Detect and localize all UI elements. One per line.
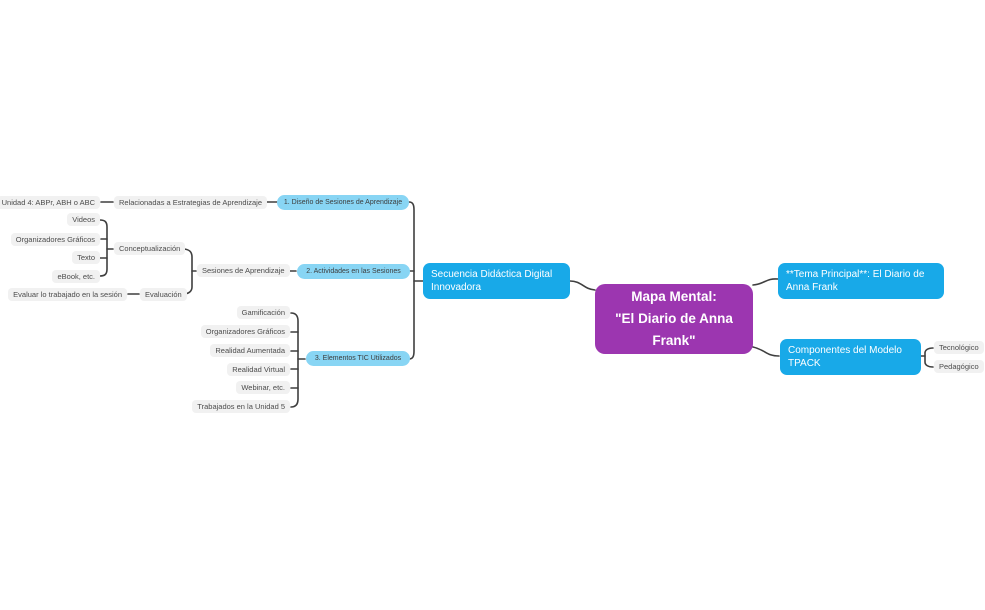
node-texto[interactable]: Texto <box>72 251 100 264</box>
node-evaluacion[interactable]: Evaluación <box>140 288 187 301</box>
node-componentes-tpack[interactable]: Componentes del Modelo TPACK <box>780 339 921 375</box>
node-webinar[interactable]: Webinar, etc. <box>236 381 290 394</box>
node-relacionadas-estrategias[interactable]: Relacionadas a Estrategias de Aprendizaj… <box>114 196 268 209</box>
node-trabajados-unidad-5[interactable]: Trabajados en la Unidad 5 <box>192 400 290 413</box>
central-node[interactable]: Mapa Mental: "El Diario de Anna Frank" <box>595 284 753 354</box>
node-tema-principal[interactable]: **Tema Principal**: El Diario de Anna Fr… <box>778 263 944 299</box>
node-ebook[interactable]: eBook, etc. <box>52 270 100 283</box>
node-pedagogico[interactable]: Pedagógico <box>934 360 984 373</box>
node-conceptualizacion[interactable]: Conceptualización <box>114 242 186 255</box>
connector-pills-spine <box>408 201 415 360</box>
connector-conceptualizacion-spine <box>99 219 108 277</box>
node-organizadores-graficos-2[interactable]: Organizadores Gráficos <box>200 325 290 338</box>
connector-tic-spine <box>290 312 299 408</box>
connector-root-tpack <box>752 346 780 357</box>
node-videos[interactable]: Videos <box>67 213 100 226</box>
connector-root-tema <box>752 278 779 286</box>
node-evaluar-trabajado[interactable]: Evaluar lo trabajado en la sesión <box>8 288 127 301</box>
connector-secuencia-root <box>569 280 596 291</box>
node-realidad-aumentada[interactable]: Realidad Aumentada <box>210 344 290 357</box>
node-gamificacion[interactable]: Gamificación <box>236 306 290 319</box>
node-secuencia-didactica[interactable]: Secuencia Didáctica Digital Innovadora <box>423 263 570 299</box>
node-organizadores-graficos-1[interactable]: Organizadores Gráficos <box>10 233 100 246</box>
node-actividades-sesiones[interactable]: 2. Actividades en las Sesiones <box>297 264 410 279</box>
connector-tpack-bracket <box>924 347 934 368</box>
node-sesiones-aprendizaje[interactable]: Sesiones de Aprendizaje <box>197 264 290 277</box>
node-elementos-tic[interactable]: 3. Elementos TIC Utilizados <box>306 351 410 366</box>
node-realidad-virtual[interactable]: Realidad Virtual <box>227 363 290 376</box>
node-tecnologico[interactable]: Tecnológico <box>934 341 984 354</box>
node-unidad-4[interactable]: Unidad 4: ABPr, ABH o ABC <box>0 196 100 209</box>
node-diseno-sesiones[interactable]: 1. Diseño de Sesiones de Aprendizaje <box>277 195 409 210</box>
